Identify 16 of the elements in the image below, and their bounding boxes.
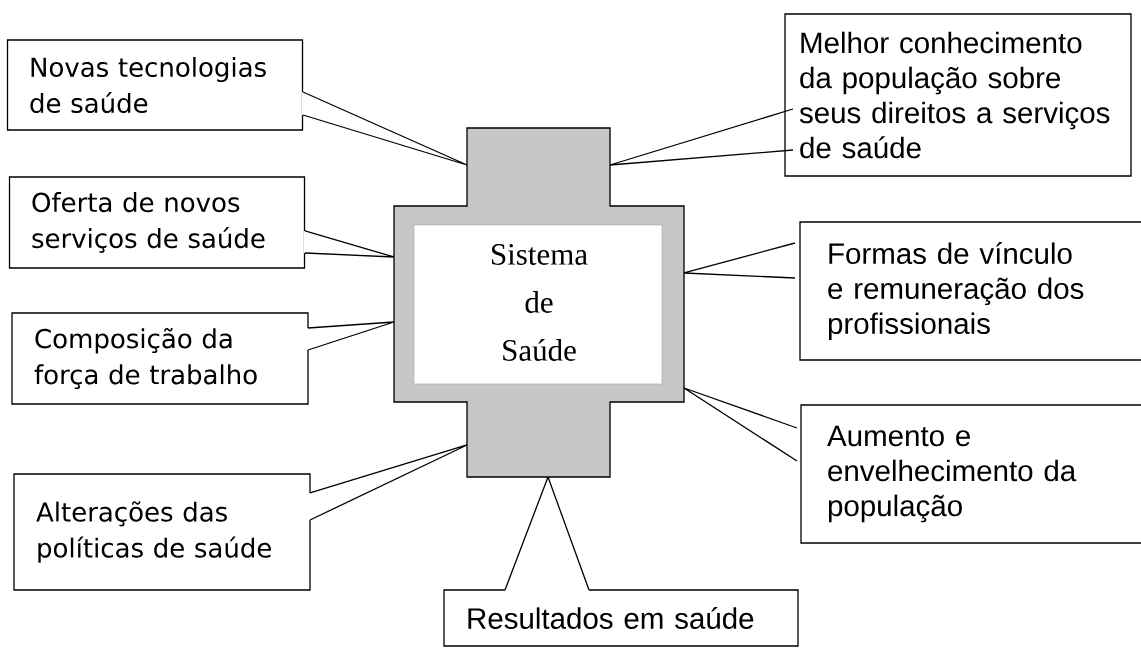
callout-pointer [504, 476, 590, 591]
callout-pointer [609, 108, 794, 166]
callout-box: Composição da força de trabalho [11, 312, 310, 405]
callout-box: Resultados em saúde [443, 588, 799, 647]
callout-box: Melhor conhecimento da população sobre seus direitos a serviços de saúde [784, 13, 1132, 177]
callout-pointer [683, 387, 798, 462]
callout-pointer [302, 91, 468, 166]
callout-pointer [307, 321, 395, 351]
callout-box: Formas de vínculo e remuneração dos profissionais [793, 221, 1141, 361]
callout-pointer [304, 230, 395, 258]
callout-box: Oferta de novos serviços de saúde [8, 176, 307, 269]
callout-box: Novas tecnologias de saúde [6, 39, 305, 131]
callout-pointer [683, 242, 796, 279]
callout-pointer [309, 444, 468, 521]
callout-box: Aumento e envelhecimento da população [795, 404, 1141, 544]
callout-box: Alterações das políticas de saúde [13, 473, 312, 591]
